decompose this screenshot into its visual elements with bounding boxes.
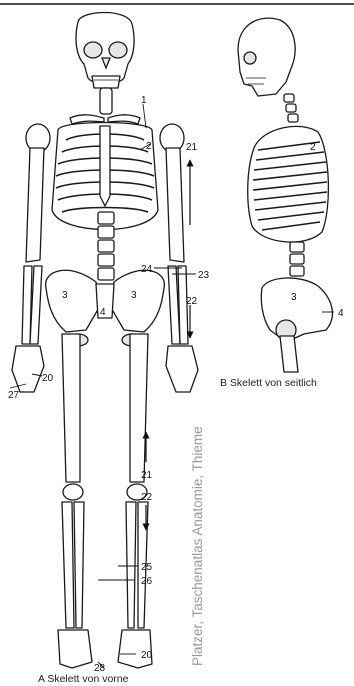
label-20-hand: 20 bbox=[42, 373, 54, 384]
label-27: 27 bbox=[8, 390, 20, 401]
label-3-right: 3 bbox=[131, 290, 137, 301]
front-skull bbox=[76, 13, 134, 89]
label-2: 2 bbox=[146, 141, 152, 152]
side-label-4: 4 bbox=[338, 308, 344, 319]
label-22-upper: 22 bbox=[186, 296, 198, 307]
label-26: 26 bbox=[141, 576, 153, 587]
label-23: 23 bbox=[198, 270, 210, 281]
caption-side: B Skelett von seitlich bbox=[220, 377, 317, 389]
label-4: 4 bbox=[100, 307, 106, 318]
label-24: 24 bbox=[141, 264, 153, 275]
side-label-2: 2 bbox=[310, 142, 316, 153]
front-skeleton bbox=[12, 13, 198, 669]
credit-text: Platzer, Taschenatlas Anatomie, Thieme bbox=[190, 426, 205, 666]
label-3-left: 3 bbox=[62, 290, 68, 301]
side-skeleton bbox=[238, 18, 332, 372]
label-25: 25 bbox=[141, 562, 153, 573]
side-label-3: 3 bbox=[291, 292, 297, 303]
label-21-upper: 21 bbox=[186, 142, 198, 153]
caption-front: A Skelett von vorne bbox=[38, 673, 129, 685]
label-20-foot: 20 bbox=[141, 650, 153, 661]
label-1: 1 bbox=[141, 95, 147, 106]
label-22-lower: 22 bbox=[141, 492, 153, 503]
label-21-lower: 21 bbox=[141, 470, 153, 481]
